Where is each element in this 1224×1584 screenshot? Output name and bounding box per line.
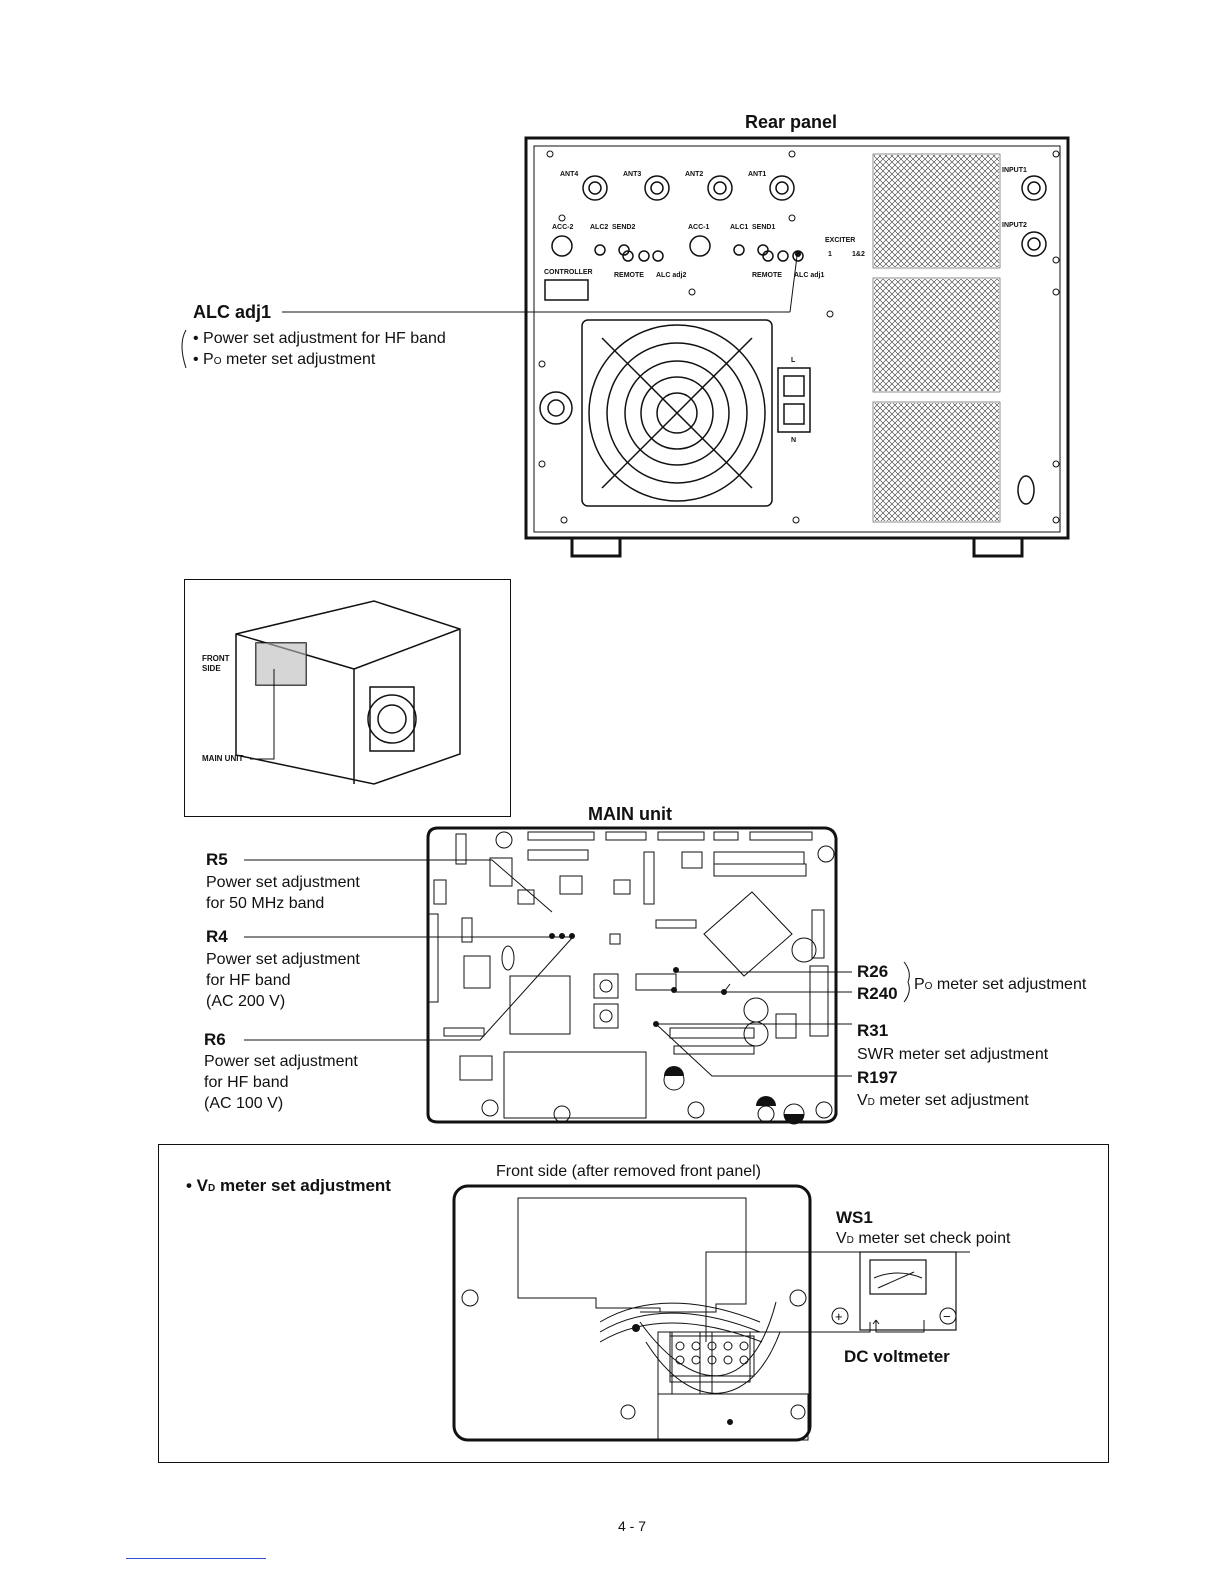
inset-main-unit-label: MAIN UNIT xyxy=(202,754,243,763)
inset-side-label: SIDE xyxy=(202,664,221,673)
main-unit-board xyxy=(426,826,838,1125)
r5-desc-2: for 50 MHz band xyxy=(206,895,325,912)
r197-desc: VD meter set adjustment xyxy=(857,1092,1029,1109)
r26-label: R26 xyxy=(857,962,889,981)
ws1-desc: VD meter set check point xyxy=(836,1230,1011,1247)
svg-text:ALC1: ALC1 xyxy=(730,224,748,231)
svg-text:N: N xyxy=(791,437,796,444)
svg-text:SEND2: SEND2 xyxy=(612,224,635,231)
po-meter-desc: PO meter set adjustment xyxy=(914,976,1087,993)
voltmeter-minus: − xyxy=(943,1309,951,1324)
svg-text:ALC adj2: ALC adj2 xyxy=(656,272,686,279)
r240-label: R240 xyxy=(857,984,898,1003)
r4-desc-1: Power set adjustment xyxy=(206,951,360,968)
svg-text:ACC-1: ACC-1 xyxy=(688,224,709,231)
svg-text:SEND1: SEND1 xyxy=(752,224,775,231)
alc-adj1-note-2: • PO meter set adjustment xyxy=(193,351,376,368)
r31-label: R31 xyxy=(857,1021,889,1040)
svg-text:ALC adj1: ALC adj1 xyxy=(794,272,824,279)
r6-label: R6 xyxy=(204,1030,226,1049)
svg-text:ALC2: ALC2 xyxy=(590,224,608,231)
r197-label: R197 xyxy=(857,1068,898,1087)
front-side-caption: Front side (after removed front panel) xyxy=(496,1163,762,1180)
r5-desc-1: Power set adjustment xyxy=(206,874,360,891)
ws1-label: WS1 xyxy=(836,1208,873,1227)
svg-text:1&2: 1&2 xyxy=(852,251,865,258)
rear-panel-title: Rear panel xyxy=(745,112,838,132)
r5-label: R5 xyxy=(206,850,228,869)
r6-desc-3: (AC 100 V) xyxy=(204,1095,284,1112)
main-unit-leader-lines xyxy=(244,859,910,1077)
vd-meter-frame xyxy=(158,1144,1109,1463)
main-unit-title: MAIN unit xyxy=(588,804,672,824)
footer-rule xyxy=(126,1558,266,1559)
r6-desc-1: Power set adjustment xyxy=(204,1053,358,1070)
vd-meter-heading: • VD meter set adjustment xyxy=(186,1176,391,1195)
svg-text:EXCITER: EXCITER xyxy=(825,237,855,244)
svg-text:INPUT1: INPUT1 xyxy=(1002,167,1027,174)
svg-text:INPUT2: INPUT2 xyxy=(1002,222,1027,229)
svg-text:REMOTE: REMOTE xyxy=(614,272,644,279)
svg-text:ANT1: ANT1 xyxy=(748,171,766,178)
alc-adj1-leader-line xyxy=(181,255,798,369)
r4-desc-2: for HF band xyxy=(206,972,291,989)
alc-adj1-note-1: • Power set adjustment for HF band xyxy=(193,330,446,347)
svg-text:1: 1 xyxy=(828,251,832,258)
dc-voltmeter: + − xyxy=(831,1251,957,1333)
dc-voltmeter-label: DC voltmeter xyxy=(844,1347,950,1366)
page-number: 4 - 7 xyxy=(618,1518,647,1534)
svg-text:ACC-2: ACC-2 xyxy=(552,224,573,231)
voltmeter-plus: + xyxy=(835,1309,843,1324)
svg-text:REMOTE: REMOTE xyxy=(752,272,782,279)
svg-text:L: L xyxy=(791,357,796,364)
r6-desc-2: for HF band xyxy=(204,1074,289,1091)
inset-unit-drawing: FRONT SIDE MAIN UNIT xyxy=(202,600,461,785)
svg-text:CONTROLLER: CONTROLLER xyxy=(544,269,593,276)
svg-text:ANT4: ANT4 xyxy=(560,171,578,178)
svg-text:ANT3: ANT3 xyxy=(623,171,641,178)
r4-desc-3: (AC 200 V) xyxy=(206,993,286,1010)
alc-adj1-label: ALC adj1 xyxy=(193,302,272,322)
front-side-diagram xyxy=(452,1184,970,1442)
inset-front-label: FRONT xyxy=(202,654,230,663)
r4-label: R4 xyxy=(206,927,228,946)
r31-desc: SWR meter set adjustment xyxy=(857,1046,1049,1063)
svg-text:ANT2: ANT2 xyxy=(685,171,703,178)
inset-frame xyxy=(184,579,511,817)
